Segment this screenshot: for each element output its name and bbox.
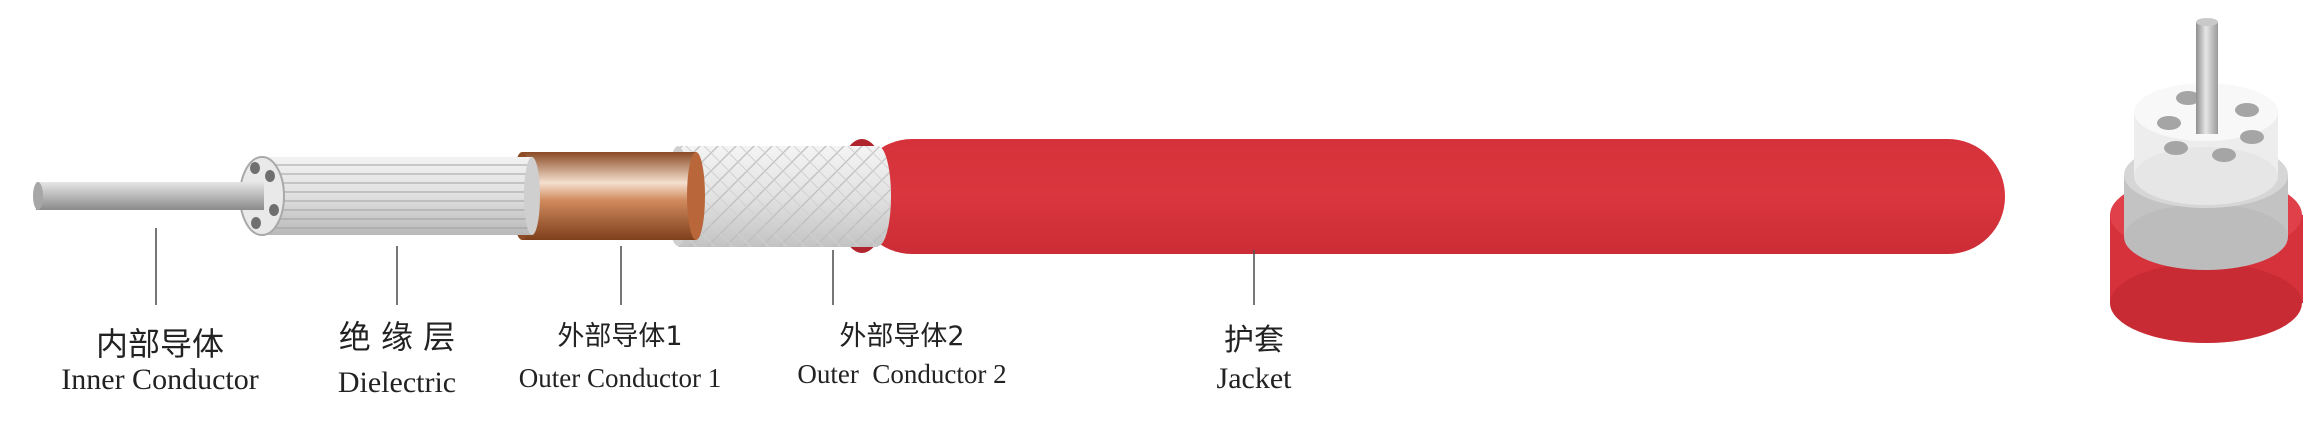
jacket-label-zh: 护套	[1224, 323, 1284, 358]
dielectric-label-zh: 绝 缘 层	[339, 318, 455, 356]
labels: 内部导体 Inner Conductor 绝 缘 层 Dielectric 外部…	[61, 318, 1292, 399]
dielectric-label-en: Dielectric	[338, 366, 456, 399]
outer-conductor-2-label-zh: 外部导体2	[839, 321, 964, 352]
outer-conductor-2-label-en: Outer Conductor 2	[797, 359, 1006, 389]
jacket-label-en: Jacket	[1217, 362, 1293, 395]
leader-lines	[155, 228, 1255, 305]
cable-end-view	[2110, 18, 2303, 343]
outer-conductor-1-label-zh: 外部导体1	[557, 321, 682, 352]
cable-side-view	[33, 139, 2005, 254]
inner-conductor-wire	[33, 182, 264, 210]
inner-conductor-label-en: Inner Conductor	[61, 363, 258, 396]
dielectric-layer	[239, 156, 540, 236]
outer-conductor-1-label-en: Outer Conductor 1	[519, 363, 721, 393]
jacket-layer	[836, 139, 2005, 254]
outer-conductor-1-copper	[512, 152, 705, 240]
inner-conductor-label-zh: 内部导体	[96, 325, 224, 363]
